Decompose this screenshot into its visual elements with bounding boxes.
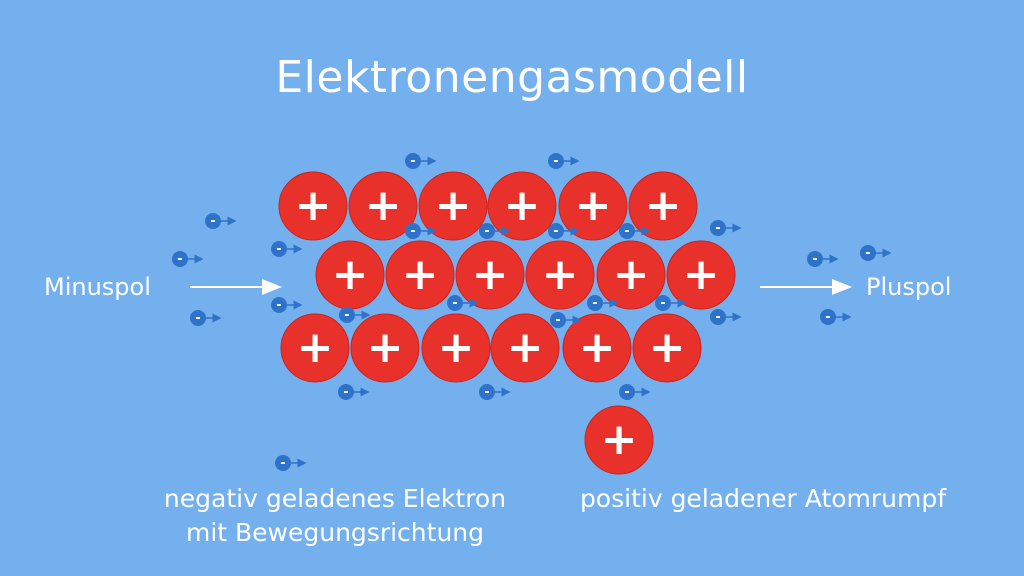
electron-icon: - — [548, 223, 580, 239]
svg-text:+: + — [332, 249, 369, 300]
electron-icon: - — [655, 295, 687, 311]
svg-text:-: - — [555, 313, 560, 328]
svg-text:-: - — [592, 296, 597, 311]
ion-icon: + — [525, 240, 595, 310]
svg-text:-: - — [812, 252, 817, 267]
ion-icon: + — [584, 405, 654, 475]
electron-icon: - — [550, 312, 582, 328]
electron-icon: - — [587, 295, 619, 311]
ion-icon: + — [385, 240, 455, 310]
electron-icon: - — [447, 295, 479, 311]
electron-legend-line2: mit Bewegungsrichtung — [185, 518, 485, 547]
ion-icon: + — [350, 313, 420, 383]
ion-icon: + — [628, 171, 698, 241]
ion-icon: + — [490, 313, 560, 383]
svg-text:+: + — [438, 322, 475, 373]
electron-icon: - — [548, 153, 580, 169]
ion-icon: + — [596, 240, 666, 310]
electron-icon: - — [619, 384, 651, 400]
electron-icon: - — [807, 251, 839, 267]
svg-text:-: - — [865, 246, 870, 261]
svg-text:+: + — [575, 180, 612, 231]
plus-pole-label: Pluspol — [866, 273, 952, 301]
svg-text:-: - — [410, 224, 415, 239]
svg-text:-: - — [452, 296, 457, 311]
svg-text:+: + — [613, 249, 650, 300]
electron-icon: - — [820, 309, 852, 325]
svg-text:+: + — [542, 249, 579, 300]
ion-icon: + — [348, 171, 418, 241]
svg-text:-: - — [715, 221, 720, 236]
svg-text:-: - — [276, 298, 281, 313]
svg-text:-: - — [624, 224, 629, 239]
svg-text:-: - — [624, 385, 629, 400]
electron-icon: - — [619, 223, 651, 239]
svg-text:+: + — [601, 414, 638, 465]
svg-text:+: + — [645, 180, 682, 231]
electron-icon: - — [405, 223, 437, 239]
svg-text:-: - — [344, 308, 349, 323]
electron-icon: - — [271, 297, 303, 313]
ion-icon: + — [315, 240, 385, 310]
svg-text:+: + — [683, 249, 720, 300]
svg-text:-: - — [280, 456, 285, 471]
ion-icon: + — [558, 171, 628, 241]
electron-icon: - — [338, 384, 370, 400]
electron-icon: - — [205, 213, 237, 229]
ion-icon: + — [421, 313, 491, 383]
ion-icon: + — [455, 240, 525, 310]
electron-icon: - — [271, 241, 303, 257]
svg-text:-: - — [276, 242, 281, 257]
svg-text:-: - — [177, 252, 182, 267]
electron-icon: - — [172, 251, 204, 267]
svg-text:-: - — [660, 296, 665, 311]
svg-text:+: + — [579, 322, 616, 373]
svg-text:+: + — [297, 322, 334, 373]
electron-icon: - — [275, 455, 307, 471]
svg-text:+: + — [295, 180, 332, 231]
page-title: Elektronengasmodell — [275, 52, 749, 103]
electron-cloud: - - - - - - - - - - - - - - - - - - - - - - - - - — [172, 153, 892, 471]
electron-legend-text: negativ geladenes Elektron mit Bewegungs… — [130, 482, 540, 550]
minus-pole-label: Minuspol — [44, 273, 151, 301]
ion-legend-text: positiv geladener Atomrumpf — [579, 484, 947, 513]
electron-icon: - — [339, 307, 371, 323]
svg-text:-: - — [553, 224, 558, 239]
electron-icon: - — [190, 310, 222, 326]
svg-text:+: + — [472, 249, 509, 300]
svg-text:+: + — [367, 322, 404, 373]
electron-icon: - — [710, 309, 742, 325]
electron-icon: - — [405, 153, 437, 169]
svg-text:+: + — [365, 180, 402, 231]
ion-icon: + — [666, 240, 736, 310]
svg-text:+: + — [435, 180, 472, 231]
svg-text:+: + — [507, 322, 544, 373]
svg-text:-: - — [484, 224, 489, 239]
svg-text:-: - — [715, 310, 720, 325]
electron-icon: - — [710, 220, 742, 236]
svg-text:-: - — [410, 154, 415, 169]
svg-text:+: + — [649, 322, 686, 373]
svg-text:-: - — [825, 310, 830, 325]
ion-icon: + — [418, 171, 488, 241]
electron-icon: - — [860, 245, 892, 261]
svg-text:+: + — [402, 249, 439, 300]
ion-icon: + — [487, 171, 557, 241]
ion-lattice: +++++++++++++++++++ — [278, 171, 736, 475]
electron-legend-line1: negativ geladenes Elektron — [163, 484, 507, 513]
ion-icon: + — [280, 313, 350, 383]
svg-text:+: + — [504, 180, 541, 231]
ion-icon: + — [632, 313, 702, 383]
ion-icon: + — [278, 171, 348, 241]
svg-text:-: - — [484, 385, 489, 400]
svg-text:-: - — [553, 154, 558, 169]
ion-icon: + — [562, 313, 632, 383]
svg-text:-: - — [210, 214, 215, 229]
svg-text:-: - — [195, 311, 200, 326]
svg-text:-: - — [343, 385, 348, 400]
electron-icon: - — [479, 223, 511, 239]
electron-icon: - — [479, 384, 511, 400]
